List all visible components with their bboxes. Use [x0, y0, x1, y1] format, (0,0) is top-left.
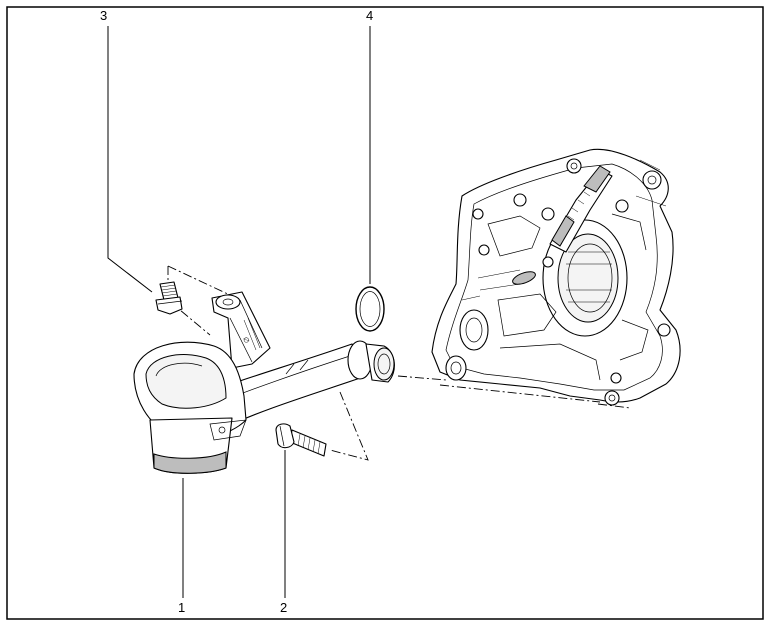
- bolt-part-2: [275, 423, 327, 457]
- callout-4: 4: [366, 8, 373, 284]
- oil-pickup-part-1: ∅: [133, 291, 395, 474]
- callout-1: 1: [178, 478, 185, 615]
- diagram-frame: [6, 6, 764, 620]
- callout-2-number: 2: [280, 600, 287, 615]
- callout-1-number: 1: [178, 600, 185, 615]
- callout-3: 3: [100, 8, 153, 293]
- bolt-part-3: [155, 281, 183, 315]
- bracket-marking: ∅: [241, 336, 250, 344]
- callout-4-number: 4: [366, 8, 373, 23]
- callout-3-number: 3: [100, 8, 107, 23]
- o-ring-part-4: [355, 286, 385, 332]
- callout-2: 2: [280, 450, 287, 615]
- crankcase-housing: [431, 148, 681, 406]
